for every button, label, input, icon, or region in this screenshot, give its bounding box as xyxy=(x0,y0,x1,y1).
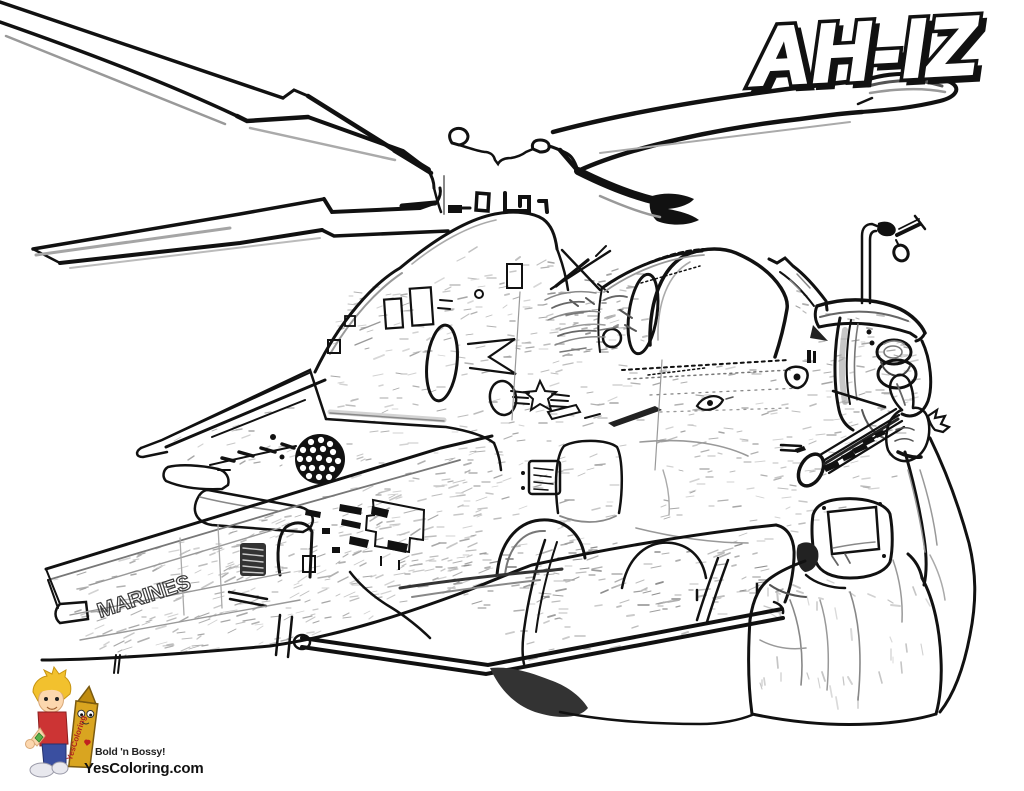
svg-text:AH-IZ: AH-IZ xyxy=(746,0,982,103)
svg-text:YesColoring.com: YesColoring.com xyxy=(84,760,204,777)
svg-text:AH-IZ: AH-IZ xyxy=(751,5,987,108)
svg-text:Bold 'n Bossy!: Bold 'n Bossy! xyxy=(95,746,165,758)
svg-text:AH-IZ: AH-IZ xyxy=(746,0,982,103)
